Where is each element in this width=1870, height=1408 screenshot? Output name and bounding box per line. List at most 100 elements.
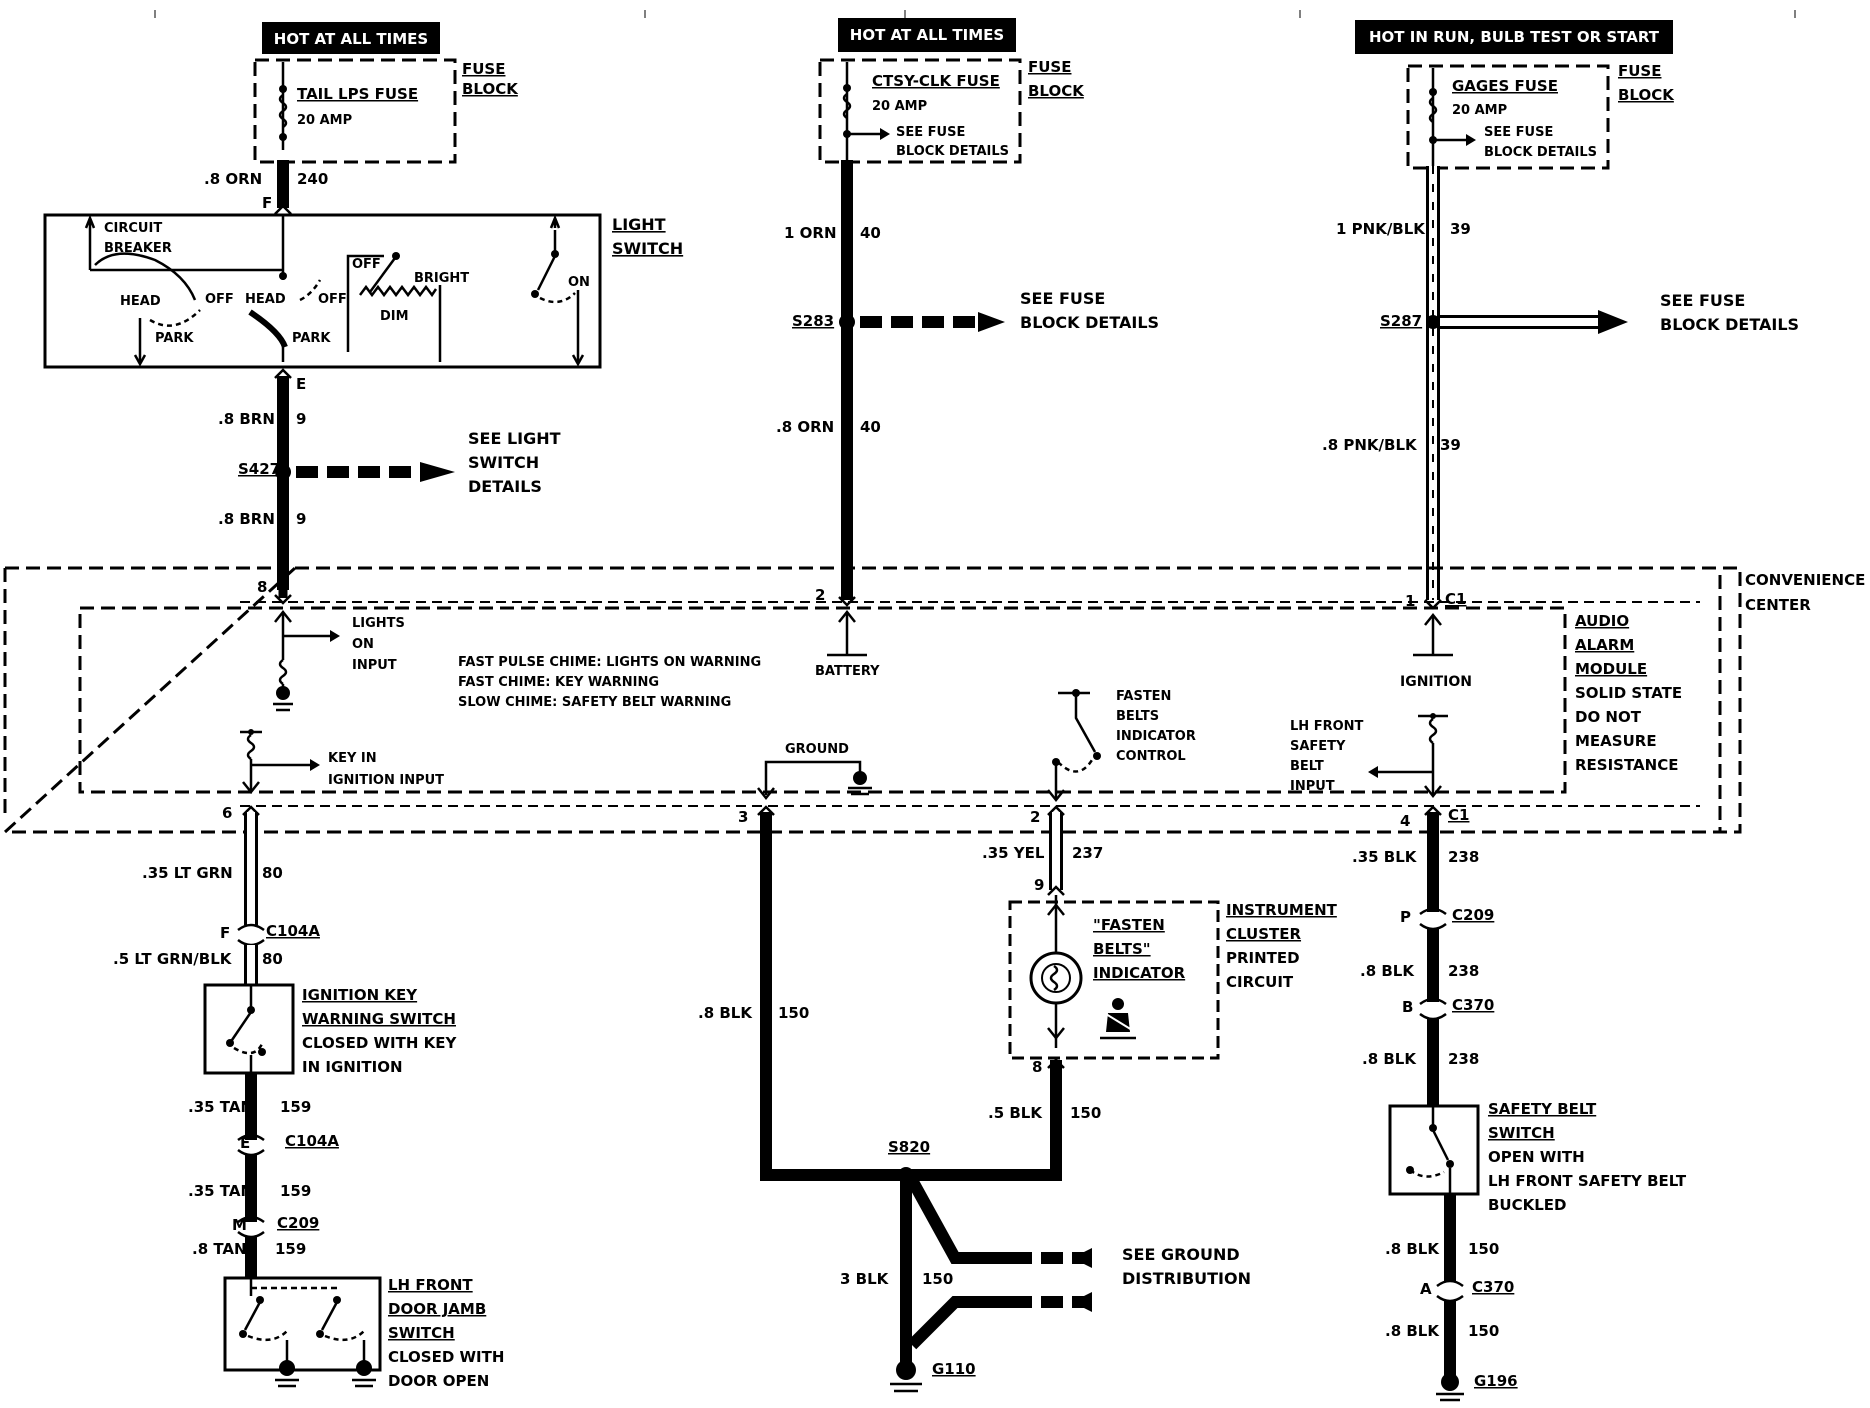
- see-details-ground-1-label: DISTRIBUTION: [1122, 1269, 1251, 1288]
- wires-w9a-num-label: 9: [296, 410, 306, 428]
- module-lh-belt-3-label: INPUT: [1290, 779, 1335, 794]
- light-switch-circuit-breaker-0-label: CIRCUIT: [104, 221, 162, 236]
- wires-w40b-num-label: 40: [860, 418, 881, 436]
- fuses-tail-amp-label: 20 AMP: [297, 113, 352, 128]
- fuses-gages-amp-label: 20 AMP: [1452, 103, 1507, 118]
- light-switch-pin-out-label: E: [296, 375, 306, 393]
- module-fasten-1-label: BELTS: [1116, 709, 1159, 724]
- connectors-f-label: F: [220, 924, 230, 942]
- lights-on-input: LIGHTS ON INPUT: [273, 590, 405, 712]
- wires-w240-gauge-label: .8 ORN: [204, 170, 262, 188]
- fasten-indicator-1-label: BELTS": [1093, 940, 1151, 958]
- connectors-c209-1-label: C209: [277, 1214, 319, 1232]
- light-switch-off2-label: OFF: [318, 292, 347, 307]
- audio-module-0-label: AUDIO: [1575, 612, 1629, 630]
- key-in-input: KEY IN IGNITION INPUT: [240, 729, 444, 795]
- splices-s427-label: S427: [238, 460, 280, 478]
- connectors-c209-2-label: C209: [1452, 906, 1494, 924]
- wires-w237-num-label: 237: [1072, 844, 1103, 862]
- ignition-key-switch-1-label: WARNING SWITCH: [302, 1010, 456, 1028]
- connectors-p-label: P: [1400, 908, 1411, 926]
- wires-w9b-num-label: 9: [296, 510, 306, 528]
- pins-c1bot-label: C1: [1448, 806, 1469, 824]
- instrument-cluster-0-label: INSTRUMENT: [1226, 901, 1338, 919]
- headers-right-label: HOT IN RUN, BULB TEST OR START: [1369, 28, 1660, 46]
- wires-w80b-num-label: 80: [262, 950, 283, 968]
- grounds-g110-label: G110: [932, 1360, 976, 1378]
- pins-p2top-label: 2: [815, 586, 825, 604]
- fuses-gages-see2-label: BLOCK DETAILS: [1484, 145, 1597, 160]
- wires-w40a-num-label: 40: [860, 224, 881, 242]
- module-fasten-2-label: INDICATOR: [1116, 729, 1196, 744]
- wires-w238c-num-label: 238: [1448, 1050, 1479, 1068]
- wires-w9b-gauge-label: .8 BRN: [218, 510, 275, 528]
- wires-w150e-gauge-label: .8 BLK: [1385, 1322, 1440, 1340]
- pins-p8-label: 8: [257, 578, 267, 596]
- wires-w150b-gauge-label: .5 BLK: [988, 1104, 1043, 1122]
- fuse-name-tail: TAIL LPS FUSE: [297, 85, 418, 103]
- module-battery-label: BATTERY: [815, 664, 880, 679]
- lh-front-door-jamb-switch: LH FRONT DOOR JAMB SWITCH CLOSED WITH DO…: [223, 1276, 504, 1390]
- door-jamb-switch-0-label: LH FRONT: [388, 1276, 473, 1294]
- ground-g110: G110: [890, 1360, 976, 1393]
- see-details-light-switch-2-label: DETAILS: [468, 477, 542, 496]
- wires-w9a-gauge-label: .8 BRN: [218, 410, 275, 428]
- fasten-belts-control: FASTEN BELTS INDICATOR CONTROL: [1047, 689, 1196, 803]
- connectors-c104a-1-label: C104A: [266, 922, 320, 940]
- safety-belt-switch-0-label: SAFETY BELT: [1488, 1100, 1597, 1118]
- wires-w237-gauge-label: .35 YEL: [982, 844, 1045, 862]
- wires-w150b-num-label: 150: [1070, 1104, 1101, 1122]
- grounds-g196-label: G196: [1474, 1372, 1518, 1390]
- chime-note-3: SLOW CHIME: SAFETY BELT WARNING: [458, 695, 731, 710]
- wires-w238b-num-label: 238: [1448, 962, 1479, 980]
- ignition-key-switch-3-label: IN IGNITION: [302, 1058, 403, 1076]
- module-lh-belt-0-label: LH FRONT: [1290, 719, 1364, 734]
- wires-w40a-gauge-label: 1 ORN: [784, 224, 837, 242]
- splice-s287: [1426, 315, 1440, 329]
- wires-w39b-num-label: 39: [1440, 436, 1461, 454]
- module-lights-on-1-label: ON: [352, 637, 374, 652]
- module-lights-on-0-label: LIGHTS: [352, 616, 405, 631]
- connectors-m-label: M: [232, 1216, 247, 1234]
- wires-w40b-gauge-label: .8 ORN: [776, 418, 834, 436]
- wires-w150a-gauge-label: .8 BLK: [698, 1004, 753, 1022]
- safety-belt-switch-4-label: BUCKLED: [1488, 1196, 1567, 1214]
- fuses-ctsy-amp-label: 20 AMP: [872, 99, 927, 114]
- ignition-key-switch-0-label: IGNITION KEY: [302, 986, 418, 1004]
- light-switch-off1-label: OFF: [205, 292, 234, 307]
- light-switch-dim-label: DIM: [380, 309, 409, 324]
- pins-p4-label: 4: [1400, 812, 1410, 830]
- wires-w150c-num-label: 150: [922, 1270, 953, 1288]
- audio-module-2-label: MODULE: [1575, 660, 1647, 678]
- border-ticks: [154, 10, 1796, 18]
- light-switch-circuit-breaker-1-label: BREAKER: [104, 241, 172, 256]
- battery-input: BATTERY: [815, 596, 880, 679]
- wires-w238c-gauge-label: .8 BLK: [1362, 1050, 1417, 1068]
- wires-w159b-num-label: 159: [280, 1182, 311, 1200]
- splice-s283: [839, 314, 855, 330]
- module-fasten-3-label: CONTROL: [1116, 749, 1186, 764]
- fuse-block-label: FUSE: [462, 60, 505, 78]
- wires-w39b-gauge-label: .8 PNK/BLK: [1322, 436, 1418, 454]
- light-switch-label: LIGHT: [612, 215, 666, 234]
- wires-w150c-gauge-label: 3 BLK: [840, 1270, 890, 1288]
- see-details-light-switch-1-label: SWITCH: [468, 453, 539, 472]
- fuse-block-mid: CTSY-CLK FUSE 20 AMP SEE FUSE BLOCK DETA…: [818, 58, 1085, 164]
- audio-module-3-label: SOLID STATE: [1575, 684, 1682, 702]
- wires-w238b-gauge-label: .8 BLK: [1360, 962, 1415, 980]
- wires-w159b-gauge-label: .35 TAN: [188, 1182, 253, 1200]
- see-details-fuse-mid-0-label: SEE FUSE: [1020, 289, 1105, 308]
- header-mid: HOT AT ALL TIMES: [838, 18, 1016, 52]
- light-switch-bright-label: BRIGHT: [414, 271, 469, 286]
- safety-belt-switch-3-label: LH FRONT SAFETY BELT: [1488, 1172, 1687, 1190]
- safety-belt-switch-1-label: SWITCH: [1488, 1124, 1555, 1142]
- light-switch-off3-label: OFF: [352, 257, 381, 272]
- wires-w150d-gauge-label: .8 BLK: [1385, 1240, 1440, 1258]
- pins-p2bot-label: 2: [1030, 808, 1040, 826]
- wires-w80a-gauge-label: .35 LT GRN: [142, 864, 233, 882]
- instrument-cluster-3-label: CIRCUIT: [1226, 973, 1294, 991]
- audio-module-6-label: RESISTANCE: [1575, 756, 1678, 774]
- safety-belt-switch-2-label: OPEN WITH: [1488, 1148, 1585, 1166]
- connectors-a-label: A: [1420, 1280, 1432, 1298]
